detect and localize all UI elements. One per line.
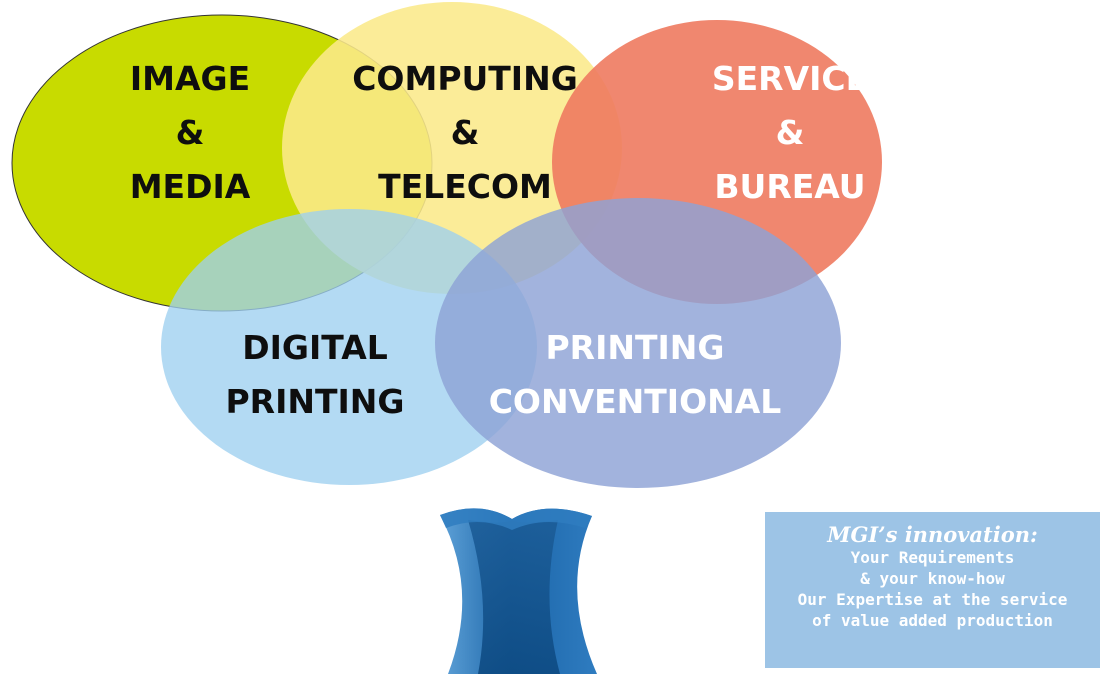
innovation-line-2: & your know-how — [860, 569, 1005, 588]
image-media-line-3: MEDIA — [129, 167, 251, 206]
innovation-line-1: Your Requirements — [850, 548, 1015, 567]
printing-conventional-ellipse — [435, 198, 841, 488]
service-bureau-line-2: & — [775, 113, 805, 152]
computing-telecom-line-1: COMPUTING — [352, 59, 578, 98]
innovation-box: MGI’s innovation: Your Requirements & yo… — [765, 512, 1100, 668]
innovation-title: MGI’s innovation: — [827, 522, 1038, 547]
innovation-line-4: of value added production — [812, 611, 1053, 630]
image-media-line-1: IMAGE — [129, 59, 251, 98]
digital-printing-line-1: DIGITAL — [242, 328, 388, 367]
image-media-label: IMAGE & MEDIA — [115, 52, 265, 214]
service-bureau-line-3: BUREAU — [714, 167, 866, 206]
service-bureau-label: SERVICE & BUREAU — [690, 52, 890, 214]
computing-telecom-label: COMPUTING & TELECOM — [340, 52, 590, 214]
trunk-graphic — [440, 508, 597, 674]
computing-telecom-line-3: TELECOM — [378, 167, 552, 206]
printing-conventional-label: PRINTING CONVENTIONAL — [480, 321, 790, 429]
digital-printing-label: DIGITAL PRINTING — [200, 321, 430, 429]
computing-telecom-line-2: & — [450, 113, 480, 152]
innovation-line-3: Our Expertise at the service — [797, 590, 1068, 609]
service-bureau-line-1: SERVICE — [711, 59, 869, 98]
digital-printing-ellipse — [161, 209, 537, 485]
printing-conventional-line-1: PRINTING — [545, 328, 725, 367]
digital-printing-line-2: PRINTING — [225, 382, 405, 421]
image-media-line-2: & — [175, 113, 205, 152]
printing-conventional-line-2: CONVENTIONAL — [488, 382, 782, 421]
